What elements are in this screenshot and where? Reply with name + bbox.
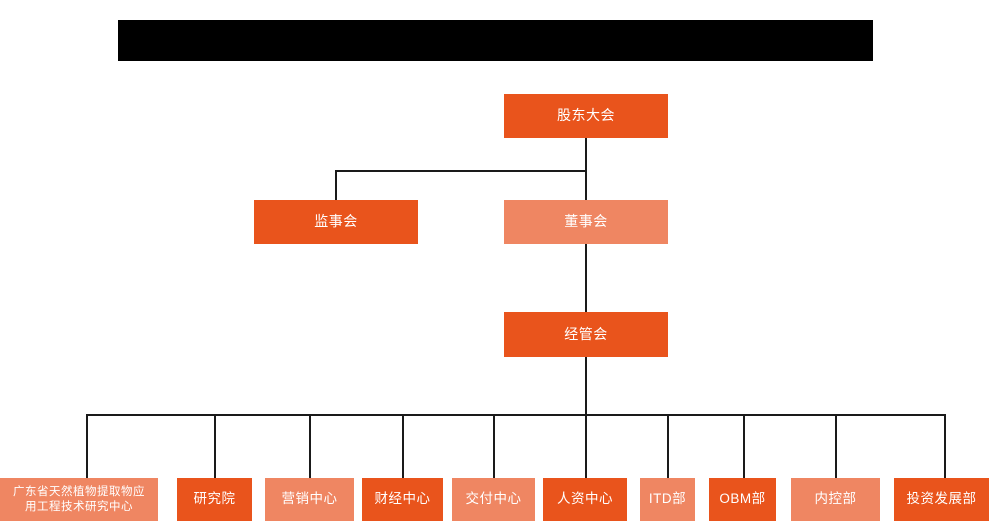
node-management-committee[interactable]: 经管会	[504, 312, 668, 357]
node-label-board-of-supervisors: 监事会	[314, 213, 358, 230]
node-label-hr-center: 人资中心	[557, 491, 613, 507]
redacted-title-bar	[118, 20, 873, 61]
node-label-research-institute: 研究院	[193, 491, 236, 507]
connector-bus-to-internal-control-department	[835, 414, 837, 478]
node-label-guangdong-research-center: 广东省天然植物提取物应 用工程技术研究中心	[13, 486, 145, 513]
connector-junction-to-directors	[585, 170, 587, 200]
connector-bus-to-itd-department	[667, 414, 669, 478]
node-itd-department[interactable]: ITD部	[640, 478, 695, 521]
node-label-internal-control-department: 内控部	[814, 491, 857, 507]
connector-management-to-bus	[585, 357, 587, 479]
node-label-itd-department: ITD部	[648, 491, 687, 507]
connector-bus-to-finance-center	[402, 414, 404, 478]
node-marketing-center[interactable]: 营销中心	[265, 478, 354, 521]
connector-shareholders-to-junction	[585, 138, 587, 172]
node-guangdong-research-center[interactable]: 广东省天然植物提取物应 用工程技术研究中心	[0, 478, 158, 521]
node-delivery-center[interactable]: 交付中心	[452, 478, 535, 521]
node-label-obm-department: OBM部	[719, 491, 766, 507]
node-label-shareholders-meeting: 股东大会	[557, 107, 615, 124]
node-label-finance-center: 财经中心	[374, 491, 431, 507]
node-investment-development-department[interactable]: 投资发展部	[894, 478, 989, 521]
node-finance-center[interactable]: 财经中心	[362, 478, 443, 521]
node-label-marketing-center: 营销中心	[281, 491, 338, 507]
connector-bus-to-investment-development-department	[944, 414, 946, 478]
node-board-of-supervisors[interactable]: 监事会	[254, 200, 418, 244]
connector-directors-to-management	[585, 242, 587, 312]
connector-bus-to-obm-department	[743, 414, 745, 478]
node-label-investment-development-department: 投资发展部	[906, 491, 977, 507]
node-label-management-committee: 经管会	[564, 325, 608, 342]
node-label-delivery-center: 交付中心	[465, 491, 522, 507]
connector-horizontal-level4	[86, 414, 946, 416]
node-internal-control-department[interactable]: 内控部	[791, 478, 880, 521]
node-obm-department[interactable]: OBM部	[709, 478, 776, 521]
connector-bus-to-delivery-center	[493, 414, 495, 478]
node-shareholders-meeting[interactable]: 股东大会	[504, 94, 668, 138]
connector-horizontal-level2	[335, 170, 587, 172]
connector-bus-to-marketing-center	[309, 414, 311, 478]
connector-bus-to-guangdong-research-center	[86, 414, 88, 478]
node-board-of-directors[interactable]: 董事会	[504, 200, 668, 244]
node-label-board-of-directors: 董事会	[564, 213, 608, 230]
node-hr-center[interactable]: 人资中心	[543, 478, 627, 521]
connector-junction-to-supervisors	[335, 170, 337, 200]
node-research-institute[interactable]: 研究院	[177, 478, 252, 521]
connector-bus-to-research-institute	[214, 414, 216, 478]
